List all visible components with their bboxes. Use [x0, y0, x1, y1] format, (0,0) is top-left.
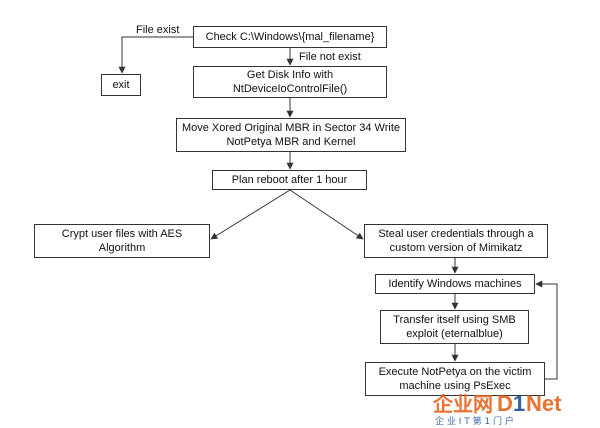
- node-transfer-smb: Transfer itself using SMB exploit (etern…: [380, 310, 529, 344]
- svg-text:Net: Net: [526, 391, 562, 416]
- node-crypt-files-label: Crypt user files with AES Algorithm: [61, 228, 183, 254]
- svg-text:1: 1: [513, 391, 525, 416]
- node-exit: exit: [101, 74, 141, 96]
- svg-text:企 业 I T 第 1 门 户: 企 业 I T 第 1 门 户: [435, 415, 514, 426]
- node-crypt-files: Crypt user files with AES Algorithm: [34, 224, 210, 258]
- node-execute-psexec: Execute NotPetya on the victim machine u…: [365, 362, 545, 396]
- edge-execute-loop-to-identify: [535, 280, 558, 380]
- node-identify-windows: Identify Windows machines: [375, 274, 535, 294]
- edge-reboot-to-crypt: [210, 189, 291, 240]
- d1net-watermark-logo: 企业网 D 1 Net 企 业 I T 第 1 门 户: [433, 391, 562, 426]
- node-exit-label: exit: [112, 79, 130, 91]
- edge-label-file-not-exist: File not exist: [299, 51, 361, 63]
- node-plan-reboot-label: Plan reboot after 1 hour: [231, 174, 348, 186]
- edge-label-file-exist: File exist: [136, 24, 180, 36]
- svg-text:D: D: [497, 391, 513, 416]
- node-get-disk-info-label: Get Disk Info with NtDeviceIoControlFile…: [232, 69, 348, 95]
- node-steal-credentials-label: Steal user credentials through a custom …: [378, 228, 534, 254]
- node-execute-psexec-label: Execute NotPetya on the victim machine u…: [378, 366, 532, 392]
- node-transfer-smb-label: Transfer itself using SMB exploit (etern…: [393, 314, 516, 340]
- node-get-disk-info: Get Disk Info with NtDeviceIoControlFile…: [193, 66, 387, 98]
- edge-check-to-exit: [118, 36, 193, 74]
- node-move-mbr: Move Xored Original MBR in Sector 34 Wri…: [176, 118, 406, 152]
- node-check-file: Check C:\Windows\{mal_filename}: [193, 26, 387, 48]
- svg-text:企业网: 企业网: [433, 392, 493, 416]
- node-check-file-label: Check C:\Windows\{mal_filename}: [205, 31, 375, 43]
- node-identify-windows-label: Identify Windows machines: [388, 278, 522, 290]
- node-plan-reboot: Plan reboot after 1 hour: [212, 170, 367, 190]
- node-steal-credentials: Steal user credentials through a custom …: [364, 224, 548, 258]
- node-move-mbr-label: Move Xored Original MBR in Sector 34 Wri…: [181, 122, 401, 148]
- edge-reboot-to-steal: [289, 189, 364, 240]
